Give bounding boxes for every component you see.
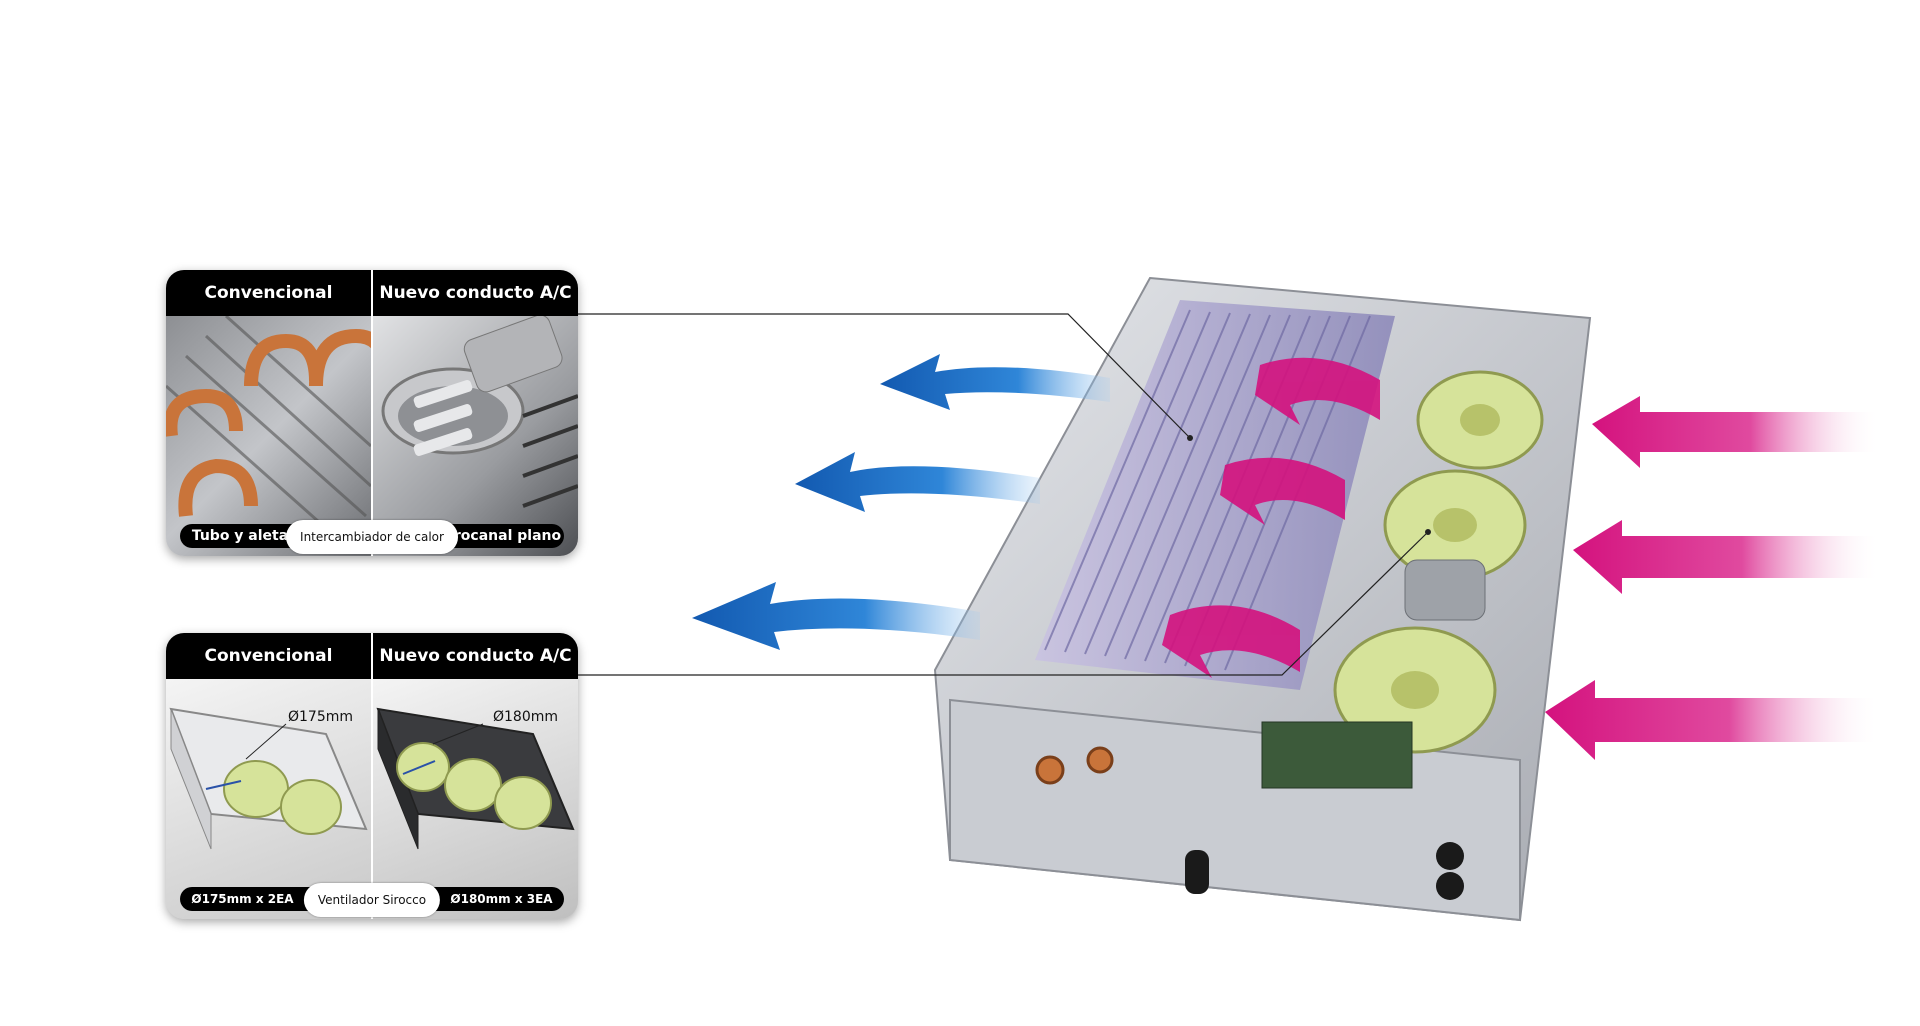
header-conventional: Convencional xyxy=(204,283,333,303)
label-conventional-fans: Ø175mm x 2EA xyxy=(191,892,294,906)
sirocco-fan-comparison-card: Convencional Nuevo conducto A/C Ø175mm xyxy=(166,633,578,919)
label-tube-fin: Tubo y aleta xyxy=(191,528,289,544)
header-conventional: Convencional xyxy=(204,646,333,666)
label-heat-exchanger: Intercambiador de calor xyxy=(286,520,458,554)
pipe-connector-2 xyxy=(1086,746,1114,774)
label-microchannel: Microcanal plano xyxy=(426,528,562,544)
header-new-duct: Nuevo conducto A/C xyxy=(371,270,578,316)
sirocco-fan-1 xyxy=(1416,370,1544,470)
heat-exchanger-comparison-card: Convencional Nuevo conducto A/C xyxy=(166,270,578,556)
cool-air-outflow-arrows xyxy=(692,354,1110,650)
microchannel-photo xyxy=(371,316,578,556)
new-unit-illustration xyxy=(376,707,575,850)
card-header: Convencional Nuevo conducto A/C xyxy=(166,270,578,316)
new-fan-image: Ø180mm xyxy=(371,679,578,919)
control-board xyxy=(1261,721,1413,789)
label-sirocco-fan: Ventilador Sirocco xyxy=(303,883,441,917)
card-header: Convencional Nuevo conducto A/C xyxy=(166,633,578,679)
header-new-duct: Nuevo conducto A/C xyxy=(371,633,578,679)
label-new-fans: Ø180mm x 3EA xyxy=(450,892,553,906)
terminal-2 xyxy=(1436,872,1464,900)
drain-port xyxy=(1185,850,1209,894)
dimension-175: Ø175mm xyxy=(288,709,354,725)
sirocco-fan-3 xyxy=(1333,626,1497,754)
terminal-1 xyxy=(1436,842,1464,870)
tube-fin-photo xyxy=(166,316,371,556)
motor xyxy=(1404,559,1486,621)
warm-air-internal-arrows xyxy=(1162,357,1380,678)
warm-air-inflow-arrows xyxy=(1545,396,1880,760)
tube-fin-illustration xyxy=(166,316,371,548)
duct-unit xyxy=(933,276,1592,922)
conventional-fan-image: Ø175mm xyxy=(166,679,371,919)
conventional-unit-illustration xyxy=(169,707,368,850)
microchannel-illustration xyxy=(381,316,578,508)
dimension-180: Ø180mm xyxy=(493,709,559,725)
pipe-connector-1 xyxy=(1035,755,1065,785)
